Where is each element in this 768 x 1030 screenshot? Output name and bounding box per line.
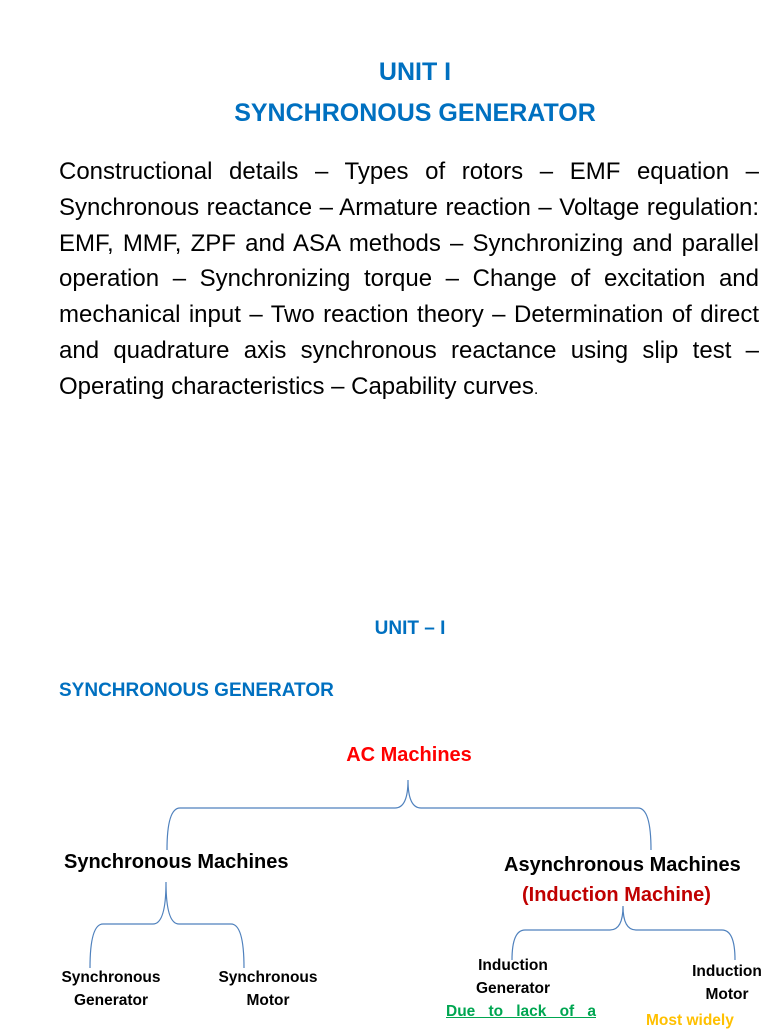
brace-induction [511,905,736,961]
induction-motor-leaf: Induction Motor [682,960,768,1006]
leaf-line: Generator [73,992,149,1009]
syllabus-text: Constructional details – Types of rotors… [59,158,759,400]
unit-heading: UNIT – I [374,618,446,639]
brace-synchronous [89,881,245,969]
syllabus-paragraph: Constructional details – Types of rotors… [59,154,759,408]
syllabus-end: . [533,380,539,398]
induction-machine-label: (Induction Machine) [522,884,711,906]
synchronous-generator-leaf: Synchronous Generator [55,966,167,1012]
induction-motor-note: Most widely [646,1012,734,1029]
leaf-line: Synchronous [61,969,161,986]
leaf-line: Motor [705,986,749,1003]
synchronous-machines-label: Synchronous Machines [64,851,289,873]
topic-heading: SYNCHRONOUS GENERATOR [59,680,334,701]
leaf-line: Motor [246,992,290,1009]
asynchronous-machines-label: Asynchronous Machines [504,854,741,876]
unit-title: UNIT I [378,58,452,86]
leaf-line: Induction [478,957,548,974]
brace-ac-machines [166,779,652,851]
ac-machines-label: AC Machines [346,744,472,766]
leaf-line: Synchronous [218,969,318,986]
chapter-title: SYNCHRONOUS GENERATOR [234,99,596,127]
induction-generator-leaf: Induction Generator [460,954,566,1000]
leaf-line: Induction [692,963,762,980]
leaf-line: Generator [475,980,551,997]
synchronous-motor-leaf: Synchronous Motor [212,966,324,1012]
induction-generator-note: Due to lack of a [446,1003,596,1020]
